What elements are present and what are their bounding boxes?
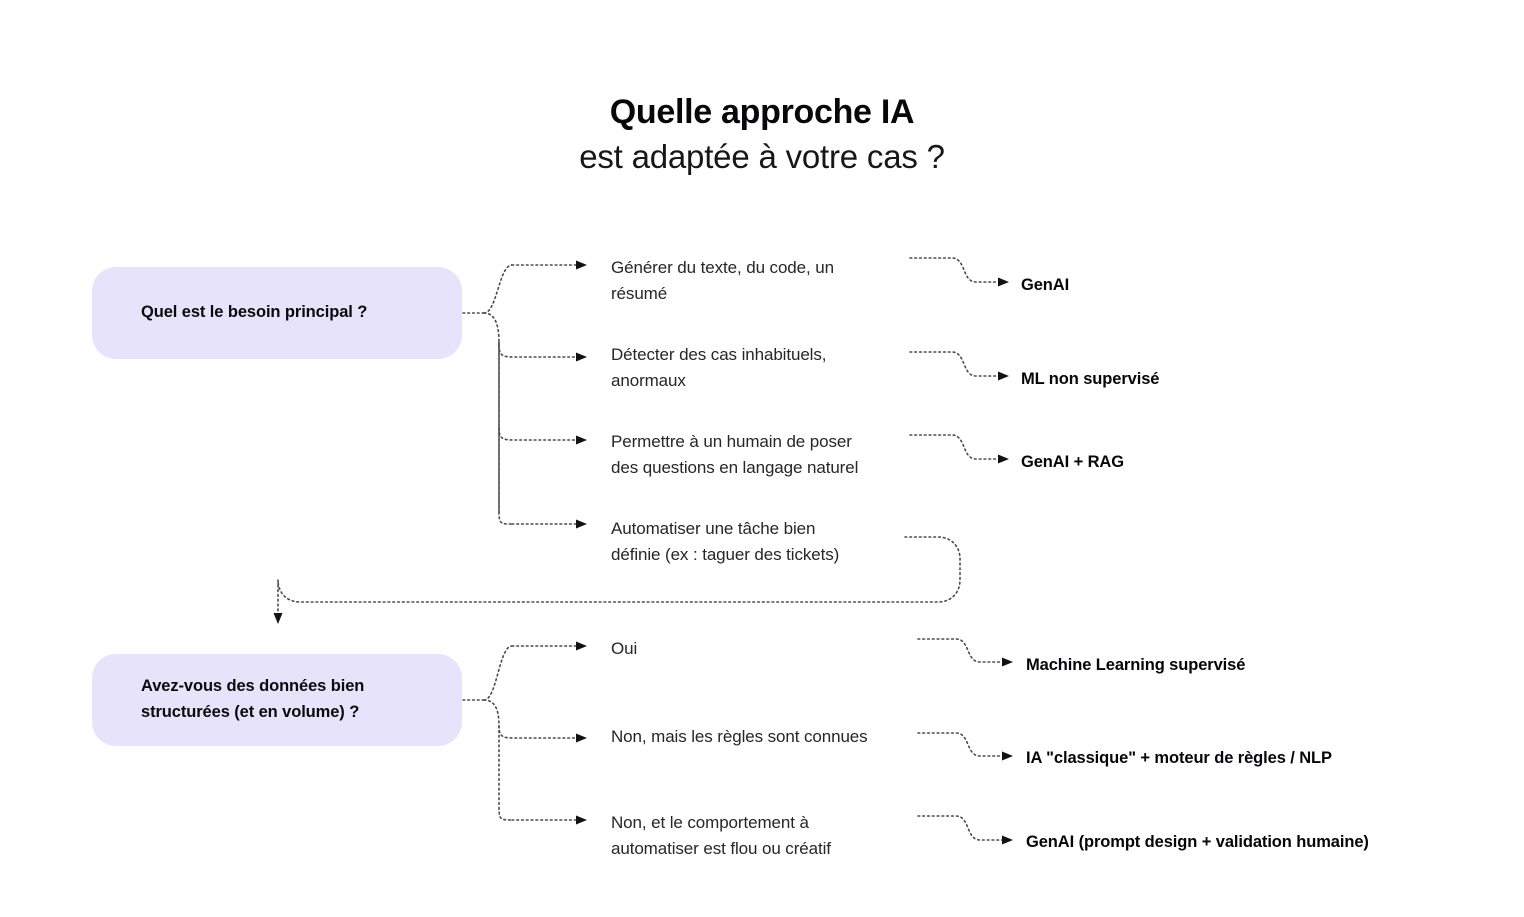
arrowhead-loopback [273,613,283,624]
connector-branch-1-2 [498,344,577,358]
connector-outcome-1-1 [909,257,999,283]
connector-outcome-2-3 [917,815,1003,841]
arrowhead-outcome-1-3 [998,454,1009,464]
arrowhead-branch-2-2 [576,733,587,743]
branch-option-label: Non, et le comportement à automatiser es… [611,813,831,859]
branch-option-label: Non, mais les règles sont connues [611,727,868,746]
arrowhead-branch-1-4 [576,519,587,529]
question-node-donnees-structurees[interactable]: Avez-vous des données bien structurées (… [92,654,462,746]
arrowhead-branch-1-1 [576,260,587,270]
title-line-primary: Quelle approche IA [609,93,915,131]
arrowhead-branch-2-1 [576,641,587,651]
arrowhead-outcome-1-2 [998,371,1009,381]
arrowhead-outcome-2-3 [1002,835,1013,845]
arrowhead-outcome-2-1 [1002,657,1013,667]
connector-node1-trunk-up [483,264,513,314]
connector-outcome-1-3 [909,434,999,460]
connector-branch-1-3 [498,427,577,441]
branch-option-label: Automatiser une tâche bien définie (ex :… [611,519,840,565]
connector-node2-trunk-up [483,645,513,701]
connector-outcome-2-1 [917,638,1003,663]
branch-option-label: Permettre à un humain de poser des quest… [611,432,859,478]
question-node-besoin-principal[interactable]: Quel est le besoin principal ? [92,267,462,359]
outcome-label: ML non supervisé [1021,370,1160,388]
outcome-label: GenAI (prompt design + validation humain… [1026,833,1369,851]
page-title: Quelle approche IA est adaptée à votre c… [0,92,1524,177]
connector-node2-trunk-down [483,699,513,821]
question-node-label: Avez-vous des données bien structurées (… [141,677,365,721]
outcome-label: GenAI [1021,276,1070,294]
arrowhead-outcome-1-1 [998,277,1009,287]
arrowhead-branch-2-3 [576,815,587,825]
connector-node1-trunk-down [483,312,513,525]
arrowhead-branch-1-3 [576,435,587,445]
connector-branch-2-2 [498,725,577,739]
outcome-label: Machine Learning supervisé [1026,656,1246,674]
branch-option-label: Oui [611,639,638,658]
outcome-label: IA "classique" + moteur de règles / NLP [1026,749,1332,767]
branch-option-label: Générer du texte, du code, un résumé [611,258,834,304]
connector-outcome-1-2 [909,351,999,377]
branch-option-label: Détecter des cas inhabituels, anormaux [611,345,827,391]
outcome-label: GenAI + RAG [1021,453,1124,471]
title-line-secondary: est adaptée à votre cas ? [579,138,945,176]
arrowhead-branch-1-2 [576,352,587,362]
question-node-label: Quel est le besoin principal ? [141,303,368,322]
arrowhead-outcome-2-2 [1002,751,1013,761]
